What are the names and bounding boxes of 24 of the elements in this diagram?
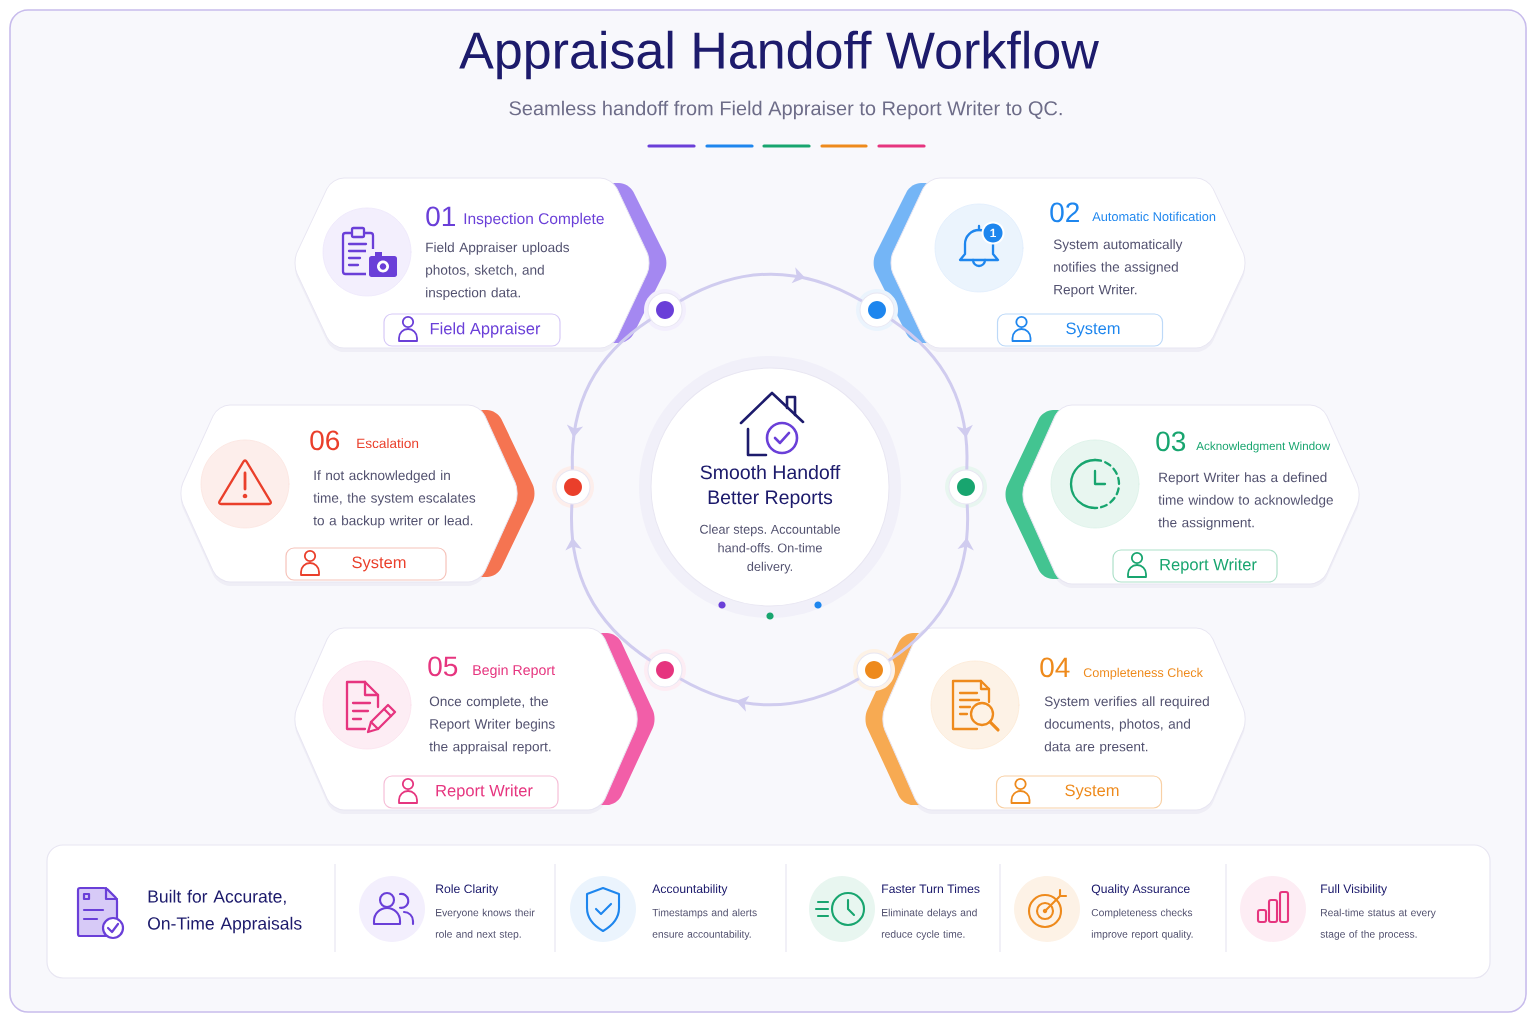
node-dot (644, 289, 686, 331)
feature-text: Real-time status at every stage of the process. (1320, 908, 1436, 940)
feature-text: Completeness checks improve report quality. (1091, 908, 1193, 940)
feature-text: Eliminate delays and reduce cycle time. (881, 908, 977, 940)
title: Appraisal Handoff Workflow (459, 30, 1099, 80)
feature-title: Quality Assurance (1091, 884, 1190, 896)
feature-title: Faster Turn Times (882, 884, 980, 894)
panel-heading: Built for Accurate, On-Time Appraisals (148, 889, 302, 934)
arrow (890, 318, 973, 470)
node-dot (552, 466, 594, 508)
feature-title: Full Visibility (1321, 884, 1388, 896)
feature-text: Timestamps and alerts ensure accountability. (652, 908, 757, 940)
hub-text: Clear steps. Accountable hand-offs. On-time delivery. (700, 524, 840, 574)
arrow (679, 677, 860, 712)
arrow (679, 267, 863, 303)
feature-title: Accountability (652, 884, 728, 896)
feature-text: Everyone knows their role and next step. (435, 908, 535, 940)
feature-title: Role Clarity (436, 884, 499, 896)
node-dot (856, 289, 898, 331)
subtitle: Seamless handoff from Field Appraiser to Report Writer to QC. (509, 100, 1062, 120)
arrow (565, 504, 652, 662)
node-dot (644, 649, 686, 691)
node-dot (945, 466, 987, 508)
hub-title: Smooth Handoff Better Reports (700, 464, 841, 509)
